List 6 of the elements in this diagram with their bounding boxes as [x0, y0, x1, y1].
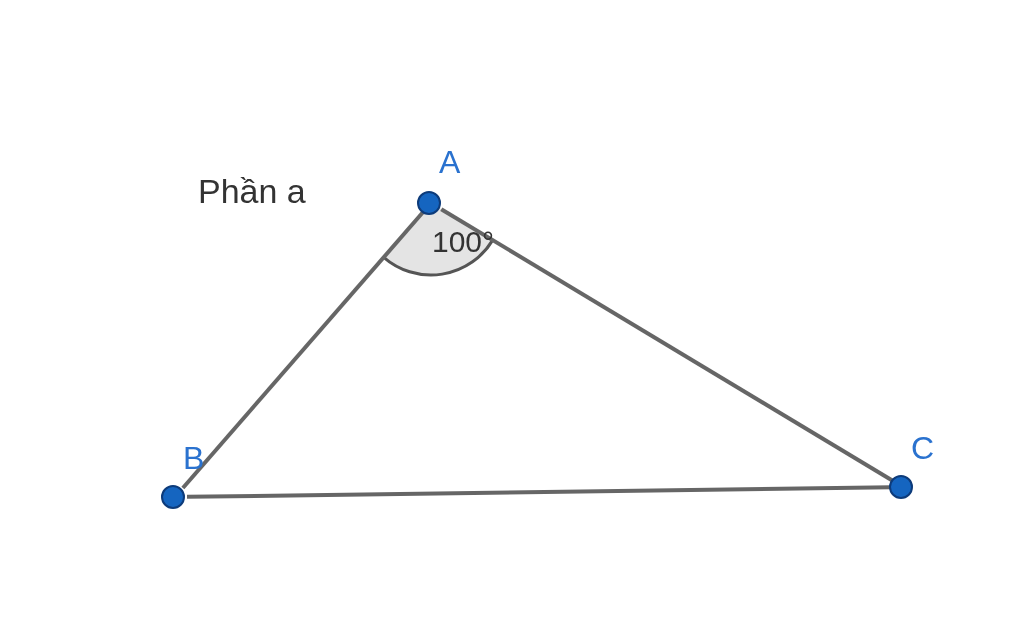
point-label: B	[183, 441, 205, 475]
triangle-side	[440, 207, 894, 483]
point-label: A	[439, 145, 461, 179]
figure-label: Phần a	[198, 172, 306, 210]
point-label: C	[911, 431, 935, 465]
triangle-side	[181, 210, 425, 490]
